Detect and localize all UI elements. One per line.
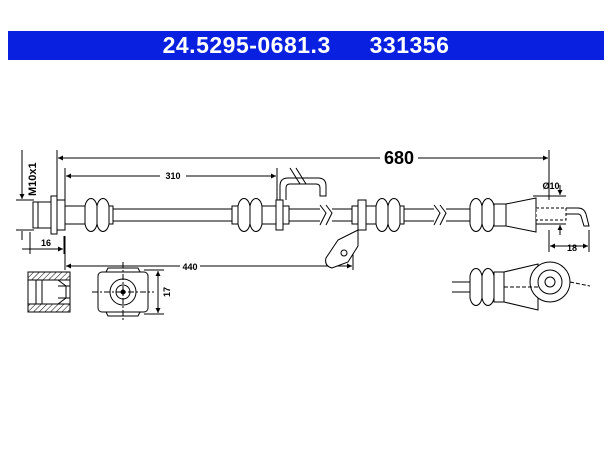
- part-header-banner: 24.5295-0681.3 331356: [8, 31, 604, 60]
- dimension-diameter: [533, 185, 566, 235]
- dimension-thread: [16, 150, 34, 240]
- label-16: 16: [41, 238, 51, 248]
- dimension-310: [64, 168, 278, 200]
- label-680: 680: [384, 148, 414, 168]
- brake-hose-body: [32, 167, 590, 269]
- dimension-17: [144, 269, 164, 315]
- reference-number: 331356: [369, 32, 450, 58]
- label-440: 440: [182, 262, 197, 272]
- label-310: 310: [165, 171, 180, 181]
- label-diameter: Ø10: [542, 181, 559, 191]
- dimension-18: [548, 230, 590, 252]
- dimension-440: [64, 236, 354, 270]
- label-thread: M10x1: [27, 162, 39, 196]
- label-17: 17: [162, 287, 172, 297]
- banjo-fitting-view: [452, 261, 591, 311]
- label-18: 18: [567, 243, 577, 253]
- fitting-section-view: [27, 271, 71, 313]
- part-number: 24.5295-0681.3: [162, 32, 331, 58]
- dimension-16: [22, 232, 65, 254]
- dimension-680: [56, 150, 550, 200]
- nut-front-view: [92, 262, 154, 322]
